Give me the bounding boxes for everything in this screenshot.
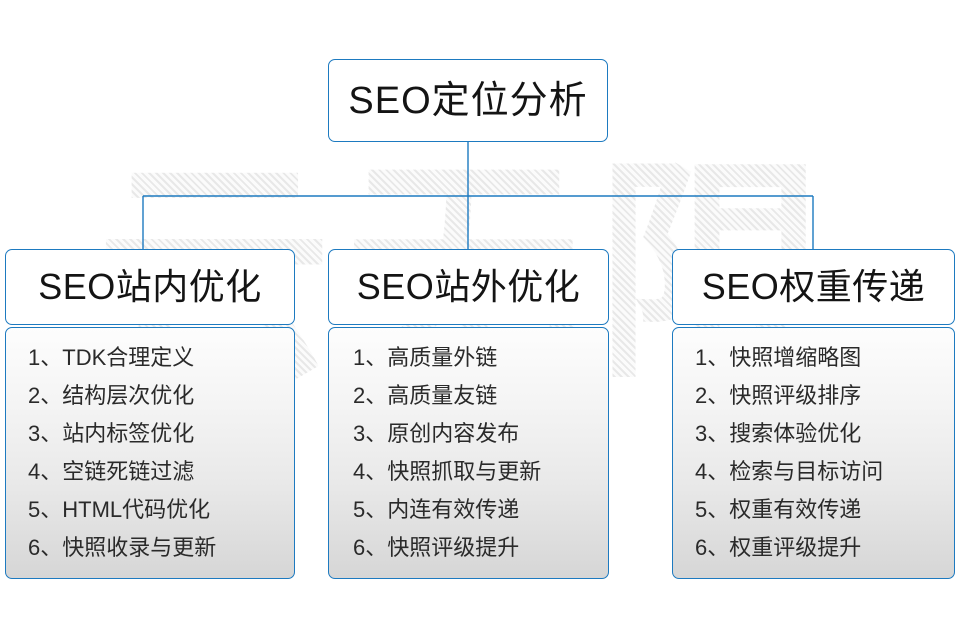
list-item-number: 6、: [28, 535, 63, 560]
branch-header-title-2: SEO站外优化: [356, 266, 581, 307]
list-item: 2、快照评级排序: [673, 377, 954, 415]
list-item-text: 高质量友链: [387, 383, 498, 408]
list-item: 3、搜索体验优化: [673, 415, 954, 453]
list-item-text: HTML代码优化: [62, 497, 211, 522]
list-item: 5、权重有效传递: [673, 491, 954, 529]
list-item-text: 权重评级提升: [729, 535, 862, 560]
list-item: 6、权重评级提升: [673, 529, 954, 567]
list-item-number: 6、: [353, 535, 388, 560]
branch-body-1: 1、TDK合理定义 2、结构层次优化 3、站内标签优化 4、空链死链过滤 5、H…: [5, 327, 295, 579]
list-item: 6、快照评级提升: [329, 529, 608, 567]
root-node-title: SEO定位分析: [348, 79, 588, 122]
branch-list-1: 1、TDK合理定义 2、结构层次优化 3、站内标签优化 4、空链死链过滤 5、H…: [6, 339, 294, 567]
list-item-text: 原创内容发布: [387, 421, 520, 446]
list-item-number: 3、: [28, 421, 63, 446]
list-item-text: 结构层次优化: [62, 383, 195, 408]
list-item-text: 站内标签优化: [62, 421, 195, 446]
list-item: 1、快照增缩略图: [673, 339, 954, 377]
list-item-number: 4、: [353, 459, 388, 484]
list-item-number: 3、: [695, 421, 730, 446]
list-item: 5、内连有效传递: [329, 491, 608, 529]
list-item-text: 搜索体验优化: [729, 421, 862, 446]
list-item: 5、HTML代码优化: [6, 491, 294, 529]
list-item: 1、TDK合理定义: [6, 339, 294, 377]
list-item-text: 快照增缩略图: [729, 345, 862, 370]
branch-list-2: 1、高质量外链 2、高质量友链 3、原创内容发布 4、快照抓取与更新 5、内连有…: [329, 339, 608, 567]
list-item-number: 2、: [695, 383, 730, 408]
branch-header-3[interactable]: SEO权重传递: [672, 249, 955, 325]
list-item: 2、结构层次优化: [6, 377, 294, 415]
list-item-number: 2、: [28, 383, 63, 408]
list-item-number: 3、: [353, 421, 388, 446]
branch-header-2[interactable]: SEO站外优化: [328, 249, 609, 325]
list-item-text: 内连有效传递: [387, 497, 520, 522]
root-node[interactable]: SEO定位分析: [328, 59, 608, 142]
list-item: 6、快照收录与更新: [6, 529, 294, 567]
branch-header-1[interactable]: SEO站内优化: [5, 249, 295, 325]
list-item-text: 快照收录与更新: [62, 535, 217, 560]
list-item-number: 4、: [28, 459, 63, 484]
list-item-text: 权重有效传递: [729, 497, 862, 522]
branch-column-1: SEO站内优化 1、TDK合理定义 2、结构层次优化 3、站内标签优化 4、空链…: [5, 249, 295, 579]
list-item-number: 1、: [353, 345, 388, 370]
list-item: 3、站内标签优化: [6, 415, 294, 453]
list-item: 4、空链死链过滤: [6, 453, 294, 491]
list-item-text: 空链死链过滤: [62, 459, 195, 484]
list-item-text: TDK合理定义: [62, 345, 195, 370]
list-item: 1、高质量外链: [329, 339, 608, 377]
list-item-number: 1、: [695, 345, 730, 370]
list-item-number: 5、: [695, 497, 730, 522]
branch-body-2: 1、高质量外链 2、高质量友链 3、原创内容发布 4、快照抓取与更新 5、内连有…: [328, 327, 609, 579]
list-item: 4、检索与目标访问: [673, 453, 954, 491]
branch-header-title-1: SEO站内优化: [38, 266, 262, 307]
list-item-number: 4、: [695, 459, 730, 484]
list-item: 4、快照抓取与更新: [329, 453, 608, 491]
branch-column-3: SEO权重传递 1、快照增缩略图 2、快照评级排序 3、搜索体验优化 4、检索与…: [672, 249, 955, 579]
list-item-number: 6、: [695, 535, 730, 560]
branch-list-3: 1、快照增缩略图 2、快照评级排序 3、搜索体验优化 4、检索与目标访问 5、权…: [673, 339, 954, 567]
branch-body-3: 1、快照增缩略图 2、快照评级排序 3、搜索体验优化 4、检索与目标访问 5、权…: [672, 327, 955, 579]
list-item-number: 5、: [353, 497, 388, 522]
branch-header-title-3: SEO权重传递: [701, 266, 926, 307]
list-item: 2、高质量友链: [329, 377, 608, 415]
list-item-text: 高质量外链: [387, 345, 498, 370]
list-item-text: 快照评级提升: [387, 535, 520, 560]
list-item-number: 2、: [353, 383, 388, 408]
list-item-number: 1、: [28, 345, 63, 370]
branch-column-2: SEO站外优化 1、高质量外链 2、高质量友链 3、原创内容发布 4、快照抓取与…: [328, 249, 609, 579]
list-item-text: 快照抓取与更新: [387, 459, 542, 484]
list-item-text: 检索与目标访问: [729, 459, 884, 484]
list-item-number: 5、: [28, 497, 63, 522]
list-item-text: 快照评级排序: [729, 383, 862, 408]
list-item: 3、原创内容发布: [329, 415, 608, 453]
